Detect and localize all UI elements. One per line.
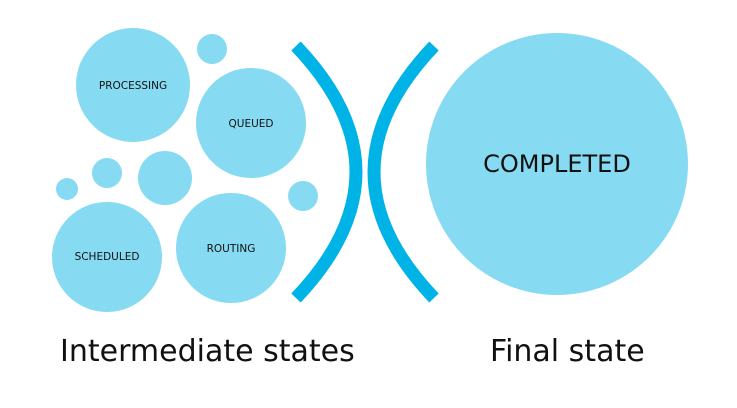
small-bubble-mid: [92, 158, 122, 188]
processing-bubble: [76, 28, 190, 142]
routing-label: ROUTING: [207, 243, 256, 255]
final-state-caption: Final state: [490, 334, 645, 369]
routing-bubble: [176, 193, 286, 303]
scheduled-bubble: [52, 202, 162, 312]
completed-label: COMPLETED: [483, 150, 631, 178]
medium-bubble: [138, 151, 192, 205]
intermediate-states-cluster: PROCESSING QUEUED SCHEDULED ROUTING: [52, 28, 318, 312]
small-bubble-top: [197, 34, 227, 64]
final-state-cluster: COMPLETED: [426, 33, 688, 295]
processing-label: PROCESSING: [99, 80, 167, 92]
left-bracket: [291, 41, 363, 303]
scheduled-label: SCHEDULED: [75, 251, 140, 263]
completed-bubble: [426, 33, 688, 295]
queued-bubble: [196, 68, 306, 178]
queued-label: QUEUED: [229, 118, 274, 130]
right-bracket: [367, 41, 439, 303]
small-bubble-left: [56, 178, 78, 200]
intermediate-states-caption: Intermediate states: [60, 334, 355, 369]
small-bubble-right: [288, 181, 318, 211]
